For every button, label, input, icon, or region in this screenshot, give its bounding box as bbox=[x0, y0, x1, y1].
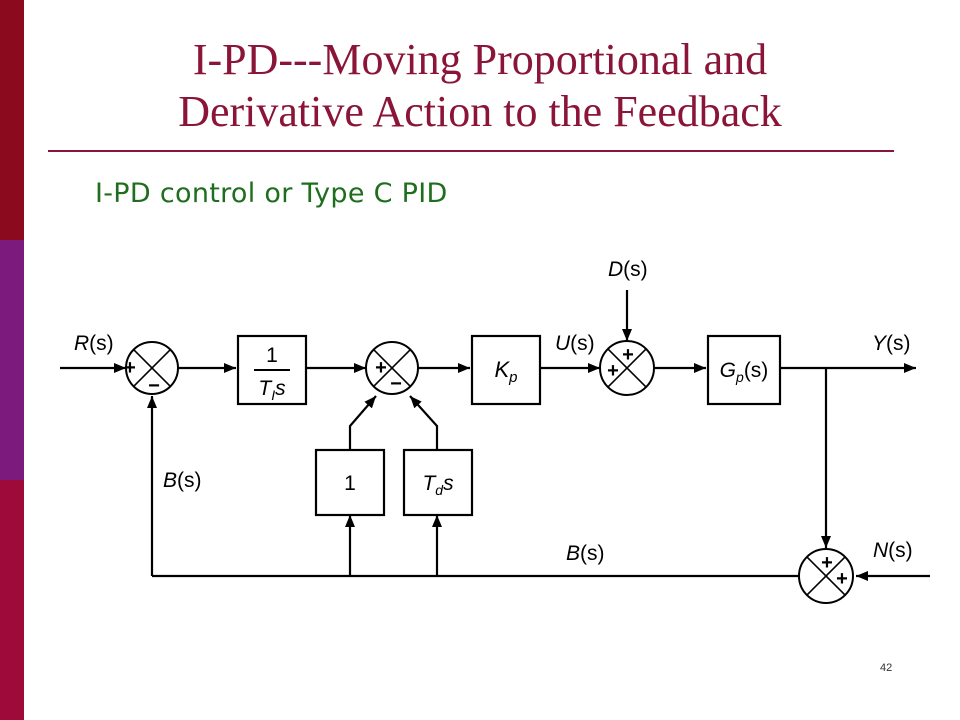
junction-crosses bbox=[133, 348, 846, 596]
signal-label-y: Y(s) bbox=[872, 332, 911, 355]
signal-label-n: N(s) bbox=[873, 539, 913, 562]
unity-label: 1 bbox=[344, 472, 356, 495]
slide-title-line1: I-PD---Moving Proportional and bbox=[192, 35, 768, 84]
unity-block bbox=[314, 448, 386, 517]
sidebar-stripe bbox=[0, 0, 24, 720]
sum3-plus-left-sign: + bbox=[607, 360, 619, 382]
integrator-numerator: 1 bbox=[266, 344, 278, 367]
gain-label: Kp bbox=[494, 357, 517, 386]
sum2-minus-sign: − bbox=[390, 373, 402, 395]
derivative-to-sum2-line bbox=[409, 395, 439, 450]
signal-label-b-bottom: B(s) bbox=[566, 542, 605, 565]
plant-block bbox=[706, 334, 782, 406]
sidebar-band-middle bbox=[0, 240, 24, 480]
sum3-plus-top-sign: + bbox=[622, 344, 634, 366]
page-number: 42 bbox=[880, 662, 893, 674]
plant-label: Gp(s) bbox=[720, 359, 769, 385]
signal-label-b-left: B(s) bbox=[163, 469, 202, 492]
junction-signs: + − + − + + + + bbox=[124, 344, 848, 590]
title-underline bbox=[48, 150, 894, 152]
gain-block bbox=[470, 334, 542, 406]
signal-label-r: R(s) bbox=[74, 332, 114, 355]
sidebar-band-bottom bbox=[0, 480, 24, 720]
signal-label-d: D(s) bbox=[608, 258, 648, 281]
integrator-denominator: TIs bbox=[258, 377, 286, 403]
sum4-plus-right-sign: + bbox=[836, 568, 848, 590]
derivative-block bbox=[402, 448, 474, 517]
sidebar-band-top bbox=[0, 0, 24, 240]
slide-subtitle: I-PD control or Type C PID bbox=[95, 178, 448, 209]
sum1-plus-sign: + bbox=[124, 357, 136, 379]
signal-lines bbox=[60, 290, 930, 581]
slide-title: I-PD---Moving Proportional and Derivativ… bbox=[40, 34, 920, 138]
sum1-minus-sign: − bbox=[148, 375, 160, 397]
signal-label-u: U(s) bbox=[555, 332, 595, 355]
derivative-label: Tds bbox=[422, 472, 454, 498]
slide-title-line2: Derivative Action to the Feedback bbox=[178, 87, 782, 136]
sum4-plus-top-sign: + bbox=[821, 552, 833, 574]
unity-to-sum2-line bbox=[348, 395, 377, 450]
sum2-plus-sign: + bbox=[375, 357, 387, 379]
